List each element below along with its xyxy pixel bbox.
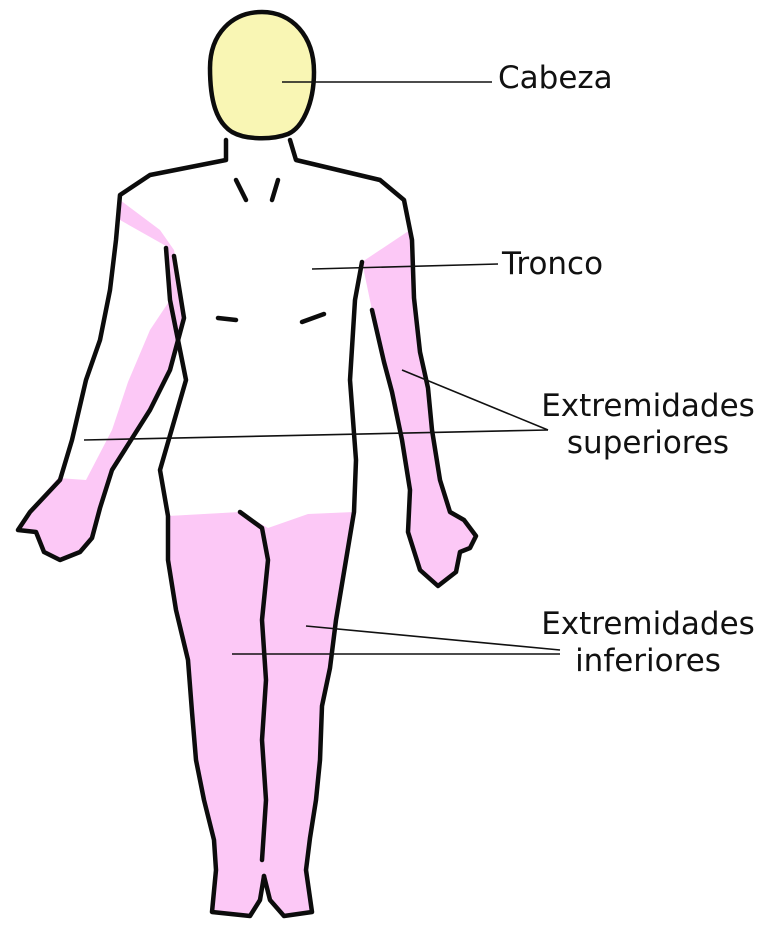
waist-detail-left xyxy=(218,318,236,320)
lower-limbs-label-line-2: inferiores xyxy=(528,643,768,680)
upper-limbs-label: Extremidades superiores xyxy=(528,388,768,461)
right-arm-region xyxy=(362,230,476,586)
lower-limbs-label-line-1: Extremidades xyxy=(528,606,768,643)
upper-limbs-label-line-1: Extremidades xyxy=(528,388,768,425)
lower-limbs-label: Extremidades inferiores xyxy=(528,606,768,679)
lower-limbs-leader-line-1 xyxy=(306,626,560,650)
trunk-label: Tronco xyxy=(502,246,603,283)
head-label: Cabeza xyxy=(498,60,613,97)
upper-limbs-label-line-2: superiores xyxy=(528,425,768,462)
